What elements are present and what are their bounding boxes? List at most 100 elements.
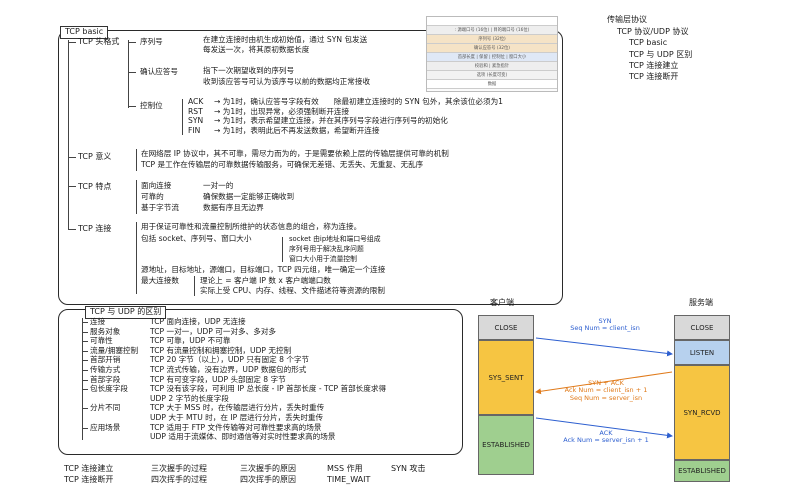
flag-desc: → 为1时，表示希望建立连接，并在其序列号字段进行序列号的初始化 bbox=[214, 116, 448, 125]
diff-value: TCP 有可变字段，UDP 头部固定 8 字节 bbox=[150, 374, 286, 384]
diff-branch-tick bbox=[82, 379, 88, 381]
bottom-link[interactable]: TCP 连接断开 bbox=[64, 475, 114, 484]
connection-max-label: 最大连接数 bbox=[141, 276, 179, 285]
outline-item[interactable]: TCP basic bbox=[629, 38, 668, 48]
feature-value: 数据有序且无边界 bbox=[203, 203, 264, 212]
diff-key: 首部字段 bbox=[90, 374, 121, 384]
feature-value: 一对一的 bbox=[203, 181, 234, 190]
diff-key: 包长度字段 bbox=[90, 384, 128, 394]
bottom-link[interactable]: 四次挥手的原因 bbox=[240, 475, 296, 484]
branch-main-h1 bbox=[68, 42, 76, 43]
ack-label: 确认应答号 bbox=[140, 67, 178, 76]
connection-sub2: 序列号用于解决乱序问题 bbox=[289, 245, 364, 253]
ack-line1: 指下一次期望收到的序列号 bbox=[203, 66, 295, 75]
diff-value: TCP 20 字节（以上），UDP 只有固定 8 个字节 bbox=[150, 355, 310, 365]
diff-value: TCP 面向连接，UDP 无连接 bbox=[150, 317, 246, 326]
bottom-link[interactable]: 三次握手的原因 bbox=[240, 464, 296, 473]
connection-line3: 源地址，目标地址，源端口，目标端口，TCP 四元组，唯一确定一个连接 bbox=[141, 265, 386, 274]
diff-key: 分片不同 bbox=[90, 403, 121, 413]
tcp-basic-panel bbox=[58, 30, 563, 305]
bottom-link[interactable]: MSS 作用 bbox=[327, 464, 363, 473]
feature-value: 确保数据一定能够正确收到 bbox=[203, 192, 295, 201]
thumb-row bbox=[427, 17, 557, 26]
diff-value: UDP 适用于流媒体、即时通信等对实时性要求高的场景 bbox=[150, 432, 336, 442]
diff-branch-tick bbox=[82, 322, 88, 323]
diff-branch-tick bbox=[82, 331, 88, 333]
syn-ack-arrow bbox=[535, 371, 673, 395]
flag-key: SYN bbox=[188, 116, 204, 125]
server-state-close: CLOSE bbox=[674, 315, 730, 340]
connection-label: TCP 连接 bbox=[78, 224, 112, 233]
client-state-syn-sent: SYS_SENT bbox=[478, 340, 534, 415]
connection-max-branch bbox=[194, 276, 195, 296]
connection-max-v2: 实际上受 CPU、内存、线程、文件描述符等资源的限制 bbox=[200, 286, 385, 295]
header-branch-h2 bbox=[128, 72, 136, 73]
thumb-row: 选项 (长度可变) bbox=[427, 71, 557, 80]
seq-label: 序列号 bbox=[140, 37, 163, 46]
meaning-branch bbox=[136, 149, 137, 171]
diff-key: 可靠性 bbox=[90, 336, 113, 346]
msg-syn-ack-l1: SYN + ACK bbox=[588, 379, 624, 387]
flag-desc: → 为1时，表明此后不再发送数据，希望断开连接 bbox=[214, 125, 380, 135]
diff-branch-tick bbox=[82, 389, 88, 391]
server-label: 服务端 bbox=[689, 298, 713, 307]
diff-key: 连接 bbox=[90, 317, 106, 326]
msg-ack: ACK Ack Num = server_isn + 1 bbox=[556, 429, 656, 445]
diff-title: TCP 与 UDP 的区别 bbox=[85, 306, 167, 319]
client-state-close: CLOSE bbox=[478, 315, 534, 340]
header-branch-h3 bbox=[128, 106, 136, 107]
outline-item[interactable]: TCP 与 UDP 区别 bbox=[629, 49, 693, 59]
handshake-arrows bbox=[535, 337, 673, 439]
header-format-thumbnail: : 源端口号 (16位) | 目的端口号 (16位)序列号 (32位)确认应答号… bbox=[426, 16, 558, 92]
thumb-row: 校验和 | 紧急指针 bbox=[427, 62, 557, 71]
thumb-row: 数据 bbox=[427, 80, 557, 89]
bottom-link[interactable]: 四次挥手的过程 bbox=[151, 475, 207, 484]
connection-sub1: socket 由ip地址和端口号组成 bbox=[289, 235, 381, 243]
feature-key: 基于字节流 bbox=[141, 203, 179, 212]
bottom-link[interactable]: TIME_WAIT bbox=[327, 475, 371, 484]
diff-key: 传输方式 bbox=[90, 365, 121, 374]
header-branch-h1 bbox=[128, 42, 136, 43]
connection-max-v1: 理论上 = 客户端 IP 数 x 客户端端口数 bbox=[200, 276, 331, 285]
connection-sub3: 窗口大小用于流量控制 bbox=[289, 255, 357, 263]
diff-key: 首部开销 bbox=[90, 355, 121, 365]
seq-line1: 在建立连接时由机生成初始值，通过 SYN 包发送 bbox=[203, 35, 368, 44]
outline-title: 传输层协议 bbox=[607, 15, 647, 24]
feature-key: 面向连接 bbox=[141, 181, 172, 190]
seq-line2: 每发送一次，将其原初数据长度 bbox=[203, 45, 310, 54]
flag-desc: → 为1时，出现异常，必须强制断开连接 bbox=[214, 106, 350, 116]
bottom-link[interactable]: SYN 攻击 bbox=[391, 464, 426, 473]
header-branch bbox=[128, 40, 129, 108]
msg-ack-l2: Ack Num = server_isn + 1 bbox=[563, 436, 649, 445]
thumb-row: 序列号 (32位) bbox=[427, 35, 557, 44]
msg-syn-l1: SYN bbox=[598, 317, 612, 325]
thumb-row: 首部长度 | 保留 | 控制位 | 窗口大小 bbox=[427, 53, 557, 62]
flag-key: RST bbox=[188, 106, 203, 116]
diff-key: 应用场景 bbox=[90, 422, 121, 432]
connection-sub-branch bbox=[282, 237, 283, 262]
connection-line2: 包括 socket、序列号、窗口大小 bbox=[141, 234, 252, 243]
outline-item[interactable]: TCP 协议/UDP 协议 bbox=[617, 27, 689, 36]
diff-branch bbox=[82, 318, 83, 440]
diff-value: UDP 大于 MTU 时，在 IP 层进行分片，丢失时重传 bbox=[150, 413, 324, 422]
diff-panel bbox=[58, 309, 463, 455]
flags-label: 控制位 bbox=[140, 101, 163, 110]
ack-arrow bbox=[535, 417, 673, 439]
msg-syn: SYN Seq Num = client_isn bbox=[560, 317, 650, 333]
diff-value: TCP 流式传输，没有边界，UDP 数据包的形式 bbox=[150, 365, 307, 374]
thumb-rows: : 源端口号 (16位) | 目的端口号 (16位)序列号 (32位)确认应答号… bbox=[427, 17, 557, 89]
outline-item[interactable]: TCP 连接建立 bbox=[629, 60, 679, 70]
ack-line2: 收到该应答号可认为该序号以前的数据均正常接收 bbox=[203, 77, 371, 86]
tcp-basic-title: TCP basic bbox=[60, 26, 109, 39]
diff-value: TCP 可靠，UDP 不可靠 bbox=[150, 336, 231, 346]
bottom-link[interactable]: 三次握手的过程 bbox=[151, 464, 207, 473]
msg-ack-l1: ACK bbox=[599, 429, 613, 437]
branch-main-h3 bbox=[68, 186, 76, 187]
server-state-listen: LISTEN bbox=[674, 340, 730, 365]
client-label: 客户端 bbox=[490, 298, 514, 307]
diff-branch-tick bbox=[82, 370, 88, 371]
diff-branch-tick bbox=[82, 350, 88, 352]
outline-item[interactable]: TCP 连接断开 bbox=[629, 72, 679, 82]
diff-key: 服务对象 bbox=[90, 326, 121, 336]
bottom-link[interactable]: TCP 连接建立 bbox=[64, 464, 114, 473]
